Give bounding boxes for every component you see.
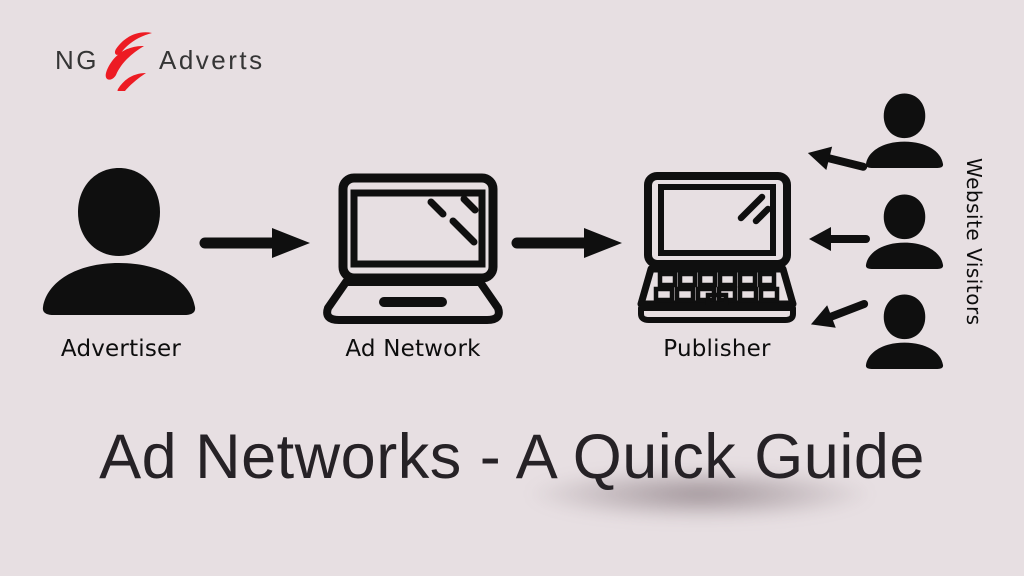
page-title: Ad Networks - A Quick Guide [99,422,925,492]
logo-text-right: Adverts [159,45,265,75]
person-icon [865,194,944,269]
logo: NG Adverts [55,30,265,91]
website-visitors-label: Website Visitors [962,158,986,326]
person-icon [865,93,944,168]
arrow-right-icon [199,228,310,258]
arrow-left-icon [802,138,870,182]
arrow-right-icon [511,228,622,258]
arrow-left-icon [804,217,872,261]
publisher-label: Publisher [663,336,771,362]
person-icon [865,294,944,369]
red-swoosh-icon [105,32,152,91]
person-icon [42,168,196,315]
ad-network-label: Ad Network [345,336,481,362]
title-shadow [520,466,880,522]
arrow-left-icon [804,292,872,336]
laptop-keyboard-icon [637,172,797,323]
logo-text-left: NG [55,45,99,75]
laptop-icon [323,173,503,324]
advertiser-label: Advertiser [60,336,182,362]
